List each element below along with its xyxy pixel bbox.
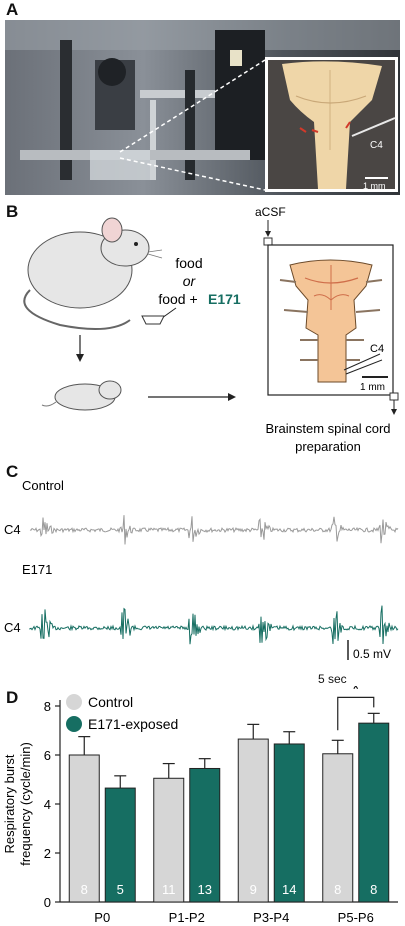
panel-b-letter: B: [6, 202, 19, 221]
legend-marker: [66, 716, 82, 732]
inset-c4-label: C4: [370, 140, 383, 151]
n-label: 8: [370, 882, 377, 897]
n-label: 14: [282, 882, 296, 897]
scale-time-label: 5 sec: [318, 672, 347, 686]
prep-label-line1: Brainstem spinal cord: [266, 421, 391, 436]
panel-a-photo: C4 1 mm: [5, 20, 400, 195]
significance-bracket: [337, 696, 375, 731]
significance-star: *: [352, 686, 359, 699]
food-text: food: [175, 255, 202, 271]
bar-e171-P0: [104, 787, 136, 903]
panel-d-letter: D: [6, 688, 19, 707]
x-tick-label: P1-P2: [169, 910, 205, 925]
scale-voltage-label: 0.5 mV: [353, 647, 391, 660]
control-trace-label: Control: [22, 478, 64, 493]
e171-c4-trace: [29, 605, 399, 645]
legend-label: Control: [88, 694, 133, 710]
n-label: 11: [162, 882, 176, 897]
n-label: 9: [250, 882, 257, 897]
bar-control-P3-P4: [237, 738, 269, 903]
y-tick-label: 0: [44, 895, 51, 910]
x-tick-label: P0: [94, 910, 110, 925]
c4-top-label: C4: [4, 522, 21, 537]
bar-control-P0: [68, 754, 100, 903]
n-label: 8: [334, 882, 341, 897]
n-label: 13: [198, 882, 212, 897]
y-tick-label: 4: [44, 797, 51, 812]
bar-e171-P3-P4: [273, 743, 305, 903]
legend-label: E171-exposed: [88, 716, 178, 732]
schematic-c4-label: C4: [370, 343, 384, 355]
legend-marker: [66, 694, 82, 710]
e171-food-text: E171: [208, 291, 241, 307]
e171-trace-label: E171: [22, 562, 52, 577]
or-text: or: [183, 273, 197, 289]
panel-a-letter: A: [6, 0, 19, 19]
inset-scale-label: 1 mm: [363, 181, 386, 191]
y-axis-title-line: Respiratory burst: [2, 754, 17, 853]
acsf-label: aCSF: [255, 205, 286, 219]
bar-control-P1-P2: [153, 777, 185, 903]
adult-mouse-illustration: [23, 217, 163, 330]
prep-label-line2: preparation: [295, 439, 361, 454]
panel-c-traces: Control C4 E171 C4 0.5 mV: [4, 478, 399, 660]
y-tick-label: 8: [44, 699, 51, 714]
pup-illustration: [41, 380, 122, 411]
y-tick-label: 2: [44, 846, 51, 861]
panel-b-schematic: food or food + E171 aCSF C4 1 mm Brains: [23, 205, 399, 454]
y-tick-label: 6: [44, 748, 51, 763]
bar-e171-P5-P6: [358, 722, 390, 903]
schematic-scale-label: 1 mm: [360, 382, 385, 393]
y-axis-title-line: frequency (cycle/min): [18, 742, 33, 866]
c4-bottom-label: C4: [4, 620, 21, 635]
x-tick-label: P3-P4: [253, 910, 289, 925]
n-label: 5: [117, 882, 124, 897]
brainstem-illustration: [279, 259, 383, 383]
x-tick-label: P5-P6: [338, 910, 374, 925]
bar-control-P5-P6: [322, 753, 354, 903]
food-plus-text: food +: [158, 291, 197, 307]
control-c4-trace: [29, 515, 399, 545]
n-label: 8: [81, 882, 88, 897]
panel-c-letter: C: [6, 462, 19, 481]
